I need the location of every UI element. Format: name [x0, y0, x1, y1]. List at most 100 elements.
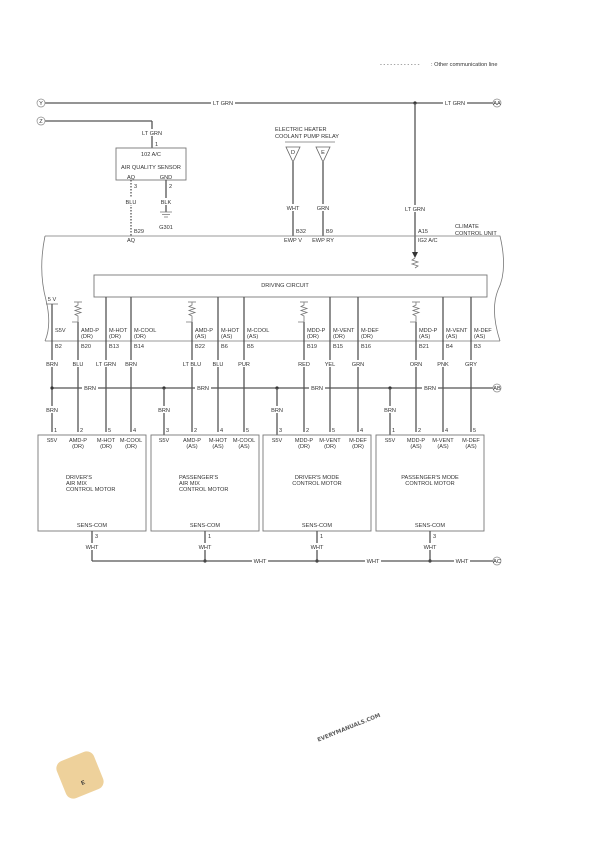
motor-name: DRIVER'S MODE: [295, 475, 340, 481]
motor-pin-label: M-DEF: [349, 438, 367, 444]
motor-pin-label: (AS): [410, 444, 421, 450]
ccu-pin-signal: (DR): [361, 334, 373, 340]
motor-pin-label: S5V: [159, 438, 170, 444]
connector-y-label: Y: [39, 101, 43, 107]
pin-number: 2: [169, 184, 172, 190]
sens-com-label: SENS-COM: [302, 523, 332, 529]
wire-color-label: WHT: [86, 545, 99, 551]
ground-label: G301: [159, 225, 173, 231]
pin-number: 1: [155, 142, 158, 148]
motor-pin-number: 2: [80, 428, 83, 434]
motor-pin-label: M-HOT: [209, 438, 228, 444]
label-gap: [236, 360, 252, 367]
ccu-pin-signal: (DR): [333, 334, 345, 340]
motor-pin-label: (AS): [465, 444, 476, 450]
wire-color-label: ORN: [410, 362, 422, 368]
motor-name: PASSENGER'S MODE: [401, 475, 459, 481]
motor-pin-label: AMD-P: [183, 438, 201, 444]
label-gap: [85, 543, 99, 550]
motor-box: [262, 434, 372, 532]
pin-code: B29: [134, 229, 144, 235]
label-gap: [423, 543, 437, 550]
label-gap: [296, 360, 312, 367]
ccu-pin-code: B14: [134, 344, 144, 350]
wire-color-label: LT GRN: [142, 131, 162, 137]
ccu-pin-code: B22: [195, 344, 205, 350]
motor-name: PASSENGER'S: [179, 475, 218, 481]
label-gap: [422, 383, 438, 390]
ccu-pin-code: B15: [333, 344, 343, 350]
motor-pin-label: (DR): [298, 444, 310, 450]
label-gap: [157, 406, 171, 413]
label-gap: [309, 383, 325, 390]
wire-color-label: BLK: [161, 200, 172, 206]
ccu-signal-label: AQ: [127, 238, 136, 244]
wire-color-label: LT BLU: [183, 362, 201, 368]
label-gap: [195, 383, 211, 390]
ccu-pin-code: B16: [361, 344, 371, 350]
motor-pin-number: 2: [306, 428, 309, 434]
wire-color-label: WHT: [367, 559, 380, 565]
pin-code: B9: [326, 229, 333, 235]
label-gap: [463, 360, 479, 367]
wire-color-label: BLU: [126, 200, 137, 206]
wire-color-label: BRN: [197, 386, 209, 392]
motor-pin-number: 4: [445, 428, 448, 434]
motor-pin-label: AMD-P: [69, 438, 87, 444]
sensor-aq-label: AQ: [127, 175, 136, 181]
wire-color-label: BLU: [213, 362, 224, 368]
motor-pin-label: (AS): [186, 444, 197, 450]
wire-color-label: LT GRN: [405, 207, 425, 213]
label-gap: [350, 360, 366, 367]
wire-color-label: BRN: [424, 386, 436, 392]
label-gap: [286, 204, 300, 211]
relay-name: COOLANT PUMP RELAY: [275, 134, 339, 140]
ccu-signal-label: EWP RY: [312, 238, 334, 244]
label-gap: [408, 360, 424, 367]
connector-ab: [492, 383, 502, 393]
motor-pin-label: MDD-P: [295, 438, 314, 444]
label-gap: [322, 360, 338, 367]
motor-box: [150, 434, 260, 532]
ccu-pin-signal: M-COOL: [134, 328, 156, 334]
pin-code: B32: [296, 229, 306, 235]
motor-pin-label: S5V: [385, 438, 396, 444]
driving-circuit-box: [93, 274, 488, 298]
resistor-icon: [410, 257, 420, 269]
wire-color-label: WHT: [199, 545, 212, 551]
wire-color-label: BRN: [311, 386, 323, 392]
wire-color-label: WHT: [456, 559, 469, 565]
relay-name: ELECTRIC HEATER: [275, 127, 327, 133]
motor-pin-label: M-COOL: [233, 438, 255, 444]
motor-box: [375, 434, 485, 532]
ccu-pin-code: B3: [474, 344, 481, 350]
ccu-pin-code: B19: [307, 344, 317, 350]
arrow-icon: [412, 252, 418, 258]
ccu-pin-signal: M-HOT: [109, 328, 128, 334]
pullup-resistor-icon: [186, 302, 197, 323]
motor-pin-number: 3: [279, 428, 282, 434]
motor-pin-number: 1: [54, 428, 57, 434]
ccu-pin-signal: (AS): [247, 334, 258, 340]
motor-name: AIR MIX: [179, 481, 200, 487]
motor-pin-number: 4: [220, 428, 223, 434]
ccu-pin-signal: (DR): [109, 334, 121, 340]
connector-ab-label: AB: [493, 386, 501, 392]
wire-color-label: LT GRN: [213, 101, 233, 107]
climate-control-unit-outline: [41, 235, 504, 342]
ccu-pin-signal: M-HOT: [221, 328, 240, 334]
connector-aa: [492, 98, 502, 108]
watermark-logo-letter: E: [81, 780, 87, 787]
ccu-pin-code: B2: [55, 344, 62, 350]
label-gap: [365, 556, 381, 563]
pullup-resistor-icon: [410, 302, 421, 323]
motor-name: CONTROL MOTOR: [405, 481, 454, 487]
wire-color-label: BRN: [384, 408, 396, 414]
ccu-pin-signal: M-DEF: [474, 328, 492, 334]
label-gap: [159, 198, 173, 205]
motor-pin-label: M-DEF: [462, 438, 480, 444]
ccu-pin-signal: (AS): [419, 334, 430, 340]
motor-pin-label: S5V: [272, 438, 283, 444]
